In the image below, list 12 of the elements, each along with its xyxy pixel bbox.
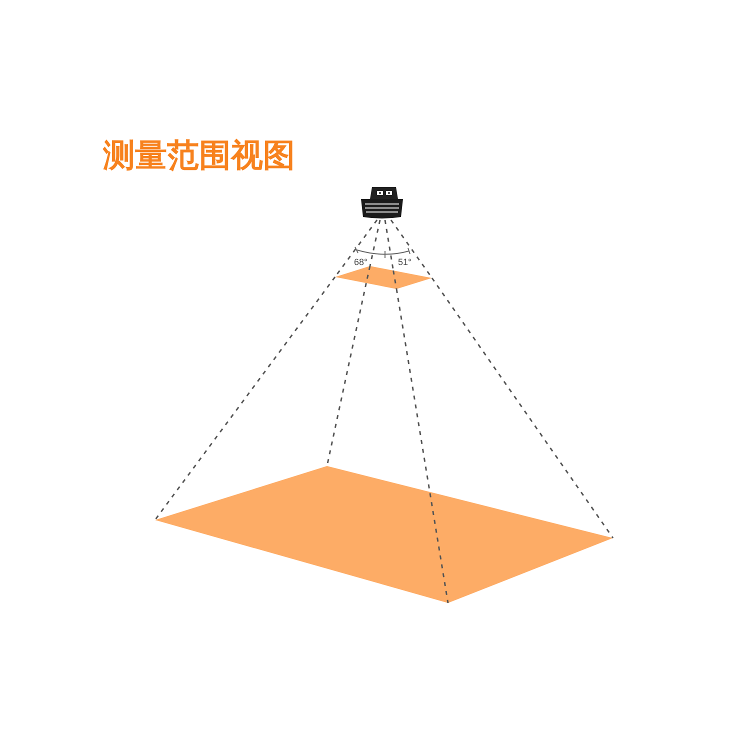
camera-picture	[360, 186, 404, 220]
dashed-line	[369, 220, 381, 266]
dashed-line	[396, 288, 449, 604]
angle-label: 68°	[354, 257, 368, 267]
area-plane	[335, 266, 432, 289]
dashed-line	[384, 220, 394, 271]
area-plane	[155, 466, 613, 603]
dashed-line	[334, 220, 378, 278]
title: 测量范围视图	[103, 136, 295, 175]
dashed-line	[154, 276, 336, 520]
dashed-line	[431, 278, 614, 538]
angle-label: 51°	[398, 257, 412, 267]
